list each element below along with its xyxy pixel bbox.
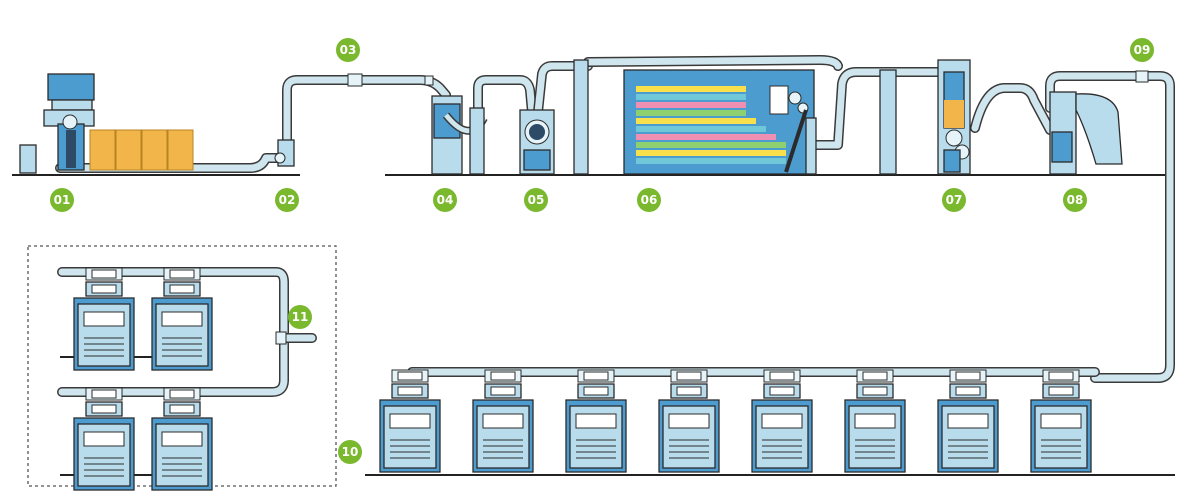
carding-machine xyxy=(379,369,441,473)
step-badge-05: 05 xyxy=(524,188,548,212)
step-number: 05 xyxy=(528,193,545,207)
carding-machine xyxy=(472,369,534,473)
bale-opener-machine xyxy=(19,73,194,174)
carding-machine xyxy=(751,369,813,473)
step-number: 03 xyxy=(340,43,357,57)
step-number: 11 xyxy=(292,310,309,324)
step-number: 04 xyxy=(437,193,454,207)
step-number: 10 xyxy=(342,445,359,459)
step-badge-01: 01 xyxy=(50,188,74,212)
multi-mixer-machine xyxy=(573,59,817,175)
metal-detector-unit xyxy=(274,139,295,167)
step-number: 08 xyxy=(1067,193,1084,207)
step-badge-10: 10 xyxy=(338,440,362,464)
alternate-layout-inset xyxy=(27,245,337,491)
step-badge-11: 11 xyxy=(288,305,312,329)
carding-machine xyxy=(565,369,627,473)
carding-machine xyxy=(151,387,213,491)
step-number: 09 xyxy=(1134,43,1151,57)
carding-machine-row xyxy=(379,369,1092,473)
carding-machine xyxy=(844,369,906,473)
carding-machine xyxy=(151,267,213,371)
mixer-fibre-layers xyxy=(636,86,786,164)
carding-machine xyxy=(937,369,999,473)
step-badge-06: 06 xyxy=(637,188,661,212)
step-badge-08: 08 xyxy=(1063,188,1087,212)
duct-system xyxy=(55,55,1175,383)
carding-machine xyxy=(73,387,135,491)
pre-cleaner-machine xyxy=(431,95,488,175)
step-number: 07 xyxy=(946,193,963,207)
step-number: 01 xyxy=(54,193,71,207)
step-badge-09: 09 xyxy=(1130,38,1154,62)
step-badge-02: 02 xyxy=(275,188,299,212)
step-number: 02 xyxy=(279,193,296,207)
step-number: 06 xyxy=(641,193,658,207)
fine-opener-machine xyxy=(879,59,971,175)
cotton-bales xyxy=(89,129,194,171)
step-badge-07: 07 xyxy=(942,188,966,212)
fine-cleaner-machine xyxy=(519,109,555,175)
carding-machine xyxy=(73,267,135,371)
step-badge-04: 04 xyxy=(433,188,457,212)
condenser-machine xyxy=(1049,91,1123,175)
carding-machine xyxy=(658,369,720,473)
step-badge-03: 03 xyxy=(336,38,360,62)
carding-machine xyxy=(1030,369,1092,473)
